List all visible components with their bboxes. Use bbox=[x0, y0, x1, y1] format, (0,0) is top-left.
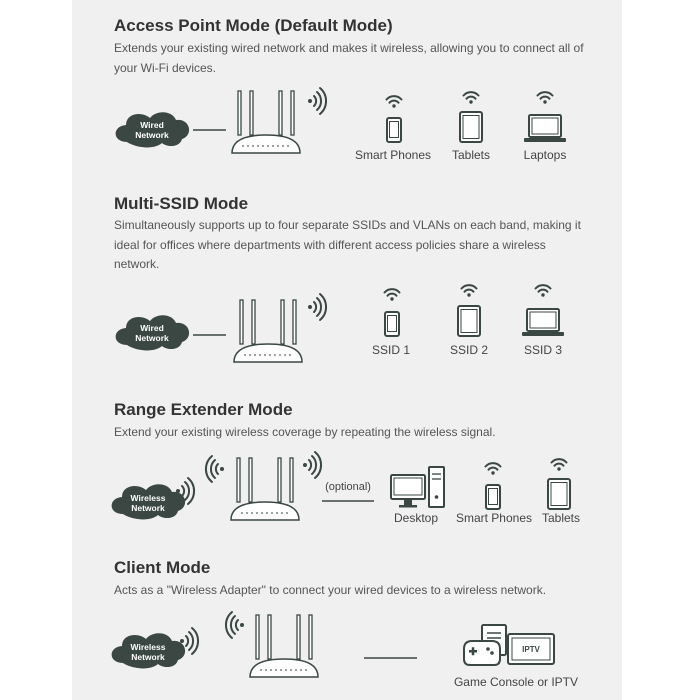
device-label: Tablets bbox=[542, 511, 580, 525]
device-label: Smart Phones bbox=[355, 148, 431, 162]
cloud-label-top: Wired bbox=[140, 120, 164, 130]
access-point-diagram: Wired Network Smart Phones Tablets Lapto… bbox=[115, 87, 567, 162]
cloud-label-top: Wired bbox=[140, 323, 164, 333]
wifi-waves-icon bbox=[302, 451, 323, 479]
device-label: Desktop bbox=[394, 511, 438, 525]
iptv-screen-label: IPTV bbox=[522, 645, 540, 654]
device-label: Laptops bbox=[524, 148, 567, 162]
wifi-icon bbox=[385, 95, 403, 109]
laptop-icon bbox=[521, 308, 565, 337]
wifi-icon bbox=[460, 284, 478, 298]
section-description: Extends your existing wired network and … bbox=[114, 41, 584, 75]
section-title: Range Extender Mode bbox=[114, 400, 293, 419]
wifi-icon bbox=[462, 91, 480, 105]
wifi-icon bbox=[550, 458, 568, 472]
multi-ssid-diagram: Wired Network SSID 1 SSID 2 SSID 3 bbox=[115, 284, 565, 363]
section-description: Acts as a "Wireless Adapter" to connect … bbox=[114, 583, 547, 597]
cloud-label-bottom: Network bbox=[135, 130, 169, 140]
ssid-label: SSID 3 bbox=[524, 343, 562, 357]
wired-network-cloud: Wired Network bbox=[115, 112, 190, 148]
range-extender-diagram: Wireless Network (optional) Desktop Smar… bbox=[111, 451, 580, 525]
desktop-icon bbox=[390, 466, 445, 509]
section-title: Access Point Mode (Default Mode) bbox=[114, 16, 393, 35]
cloud-label-top: Wireless bbox=[131, 642, 166, 652]
smartphone-icon bbox=[384, 311, 400, 337]
game-console-iptv-icon: IPTV bbox=[463, 624, 555, 666]
tablet-icon bbox=[459, 111, 483, 143]
cloud-label-bottom: Network bbox=[131, 503, 165, 513]
smartphone-icon bbox=[386, 117, 402, 143]
router-icon bbox=[231, 90, 301, 154]
section-title: Multi-SSID Mode bbox=[114, 194, 249, 213]
client-mode-diagram: Wireless Network IPTV Game Console or I bbox=[111, 611, 578, 689]
laptop-icon bbox=[523, 114, 567, 143]
wifi-waves-icon bbox=[307, 293, 328, 321]
cloud-label-bottom: Network bbox=[131, 652, 165, 662]
section-title: Client Mode bbox=[114, 558, 211, 577]
wifi-waves-icon bbox=[224, 611, 245, 639]
ssid-label: SSID 2 bbox=[450, 343, 488, 357]
device-label: Tablets bbox=[452, 148, 490, 162]
modes-panel: Access Point Mode (Default Mode) Extends… bbox=[72, 0, 622, 700]
device-label: Smart Phones bbox=[456, 511, 532, 525]
wifi-icon bbox=[534, 284, 552, 298]
optional-label: (optional) bbox=[325, 481, 371, 493]
wifi-waves-icon bbox=[204, 455, 225, 483]
tablet-icon bbox=[547, 478, 571, 510]
router-icon bbox=[249, 614, 319, 678]
device-label: Game Console or IPTV bbox=[454, 675, 578, 689]
wifi-icon bbox=[383, 288, 401, 302]
router-icon bbox=[230, 457, 300, 521]
wifi-waves-icon bbox=[307, 87, 328, 115]
wired-network-cloud: Wired Network bbox=[115, 315, 190, 351]
wireless-network-cloud: Wireless Network bbox=[111, 484, 186, 520]
cloud-label-top: Wireless bbox=[131, 493, 166, 503]
wifi-icon bbox=[536, 91, 554, 105]
ssid-label: SSID 1 bbox=[372, 343, 410, 357]
cloud-label-bottom: Network bbox=[135, 333, 169, 343]
tablet-icon bbox=[457, 305, 481, 337]
router-icon bbox=[233, 299, 303, 363]
section-description: Simultaneously supports up to four separ… bbox=[114, 218, 581, 271]
wireless-network-cloud: Wireless Network bbox=[111, 633, 186, 669]
section-description: Extend your existing wireless coverage b… bbox=[114, 425, 496, 439]
wifi-icon bbox=[484, 462, 502, 476]
smartphone-icon bbox=[485, 484, 501, 510]
